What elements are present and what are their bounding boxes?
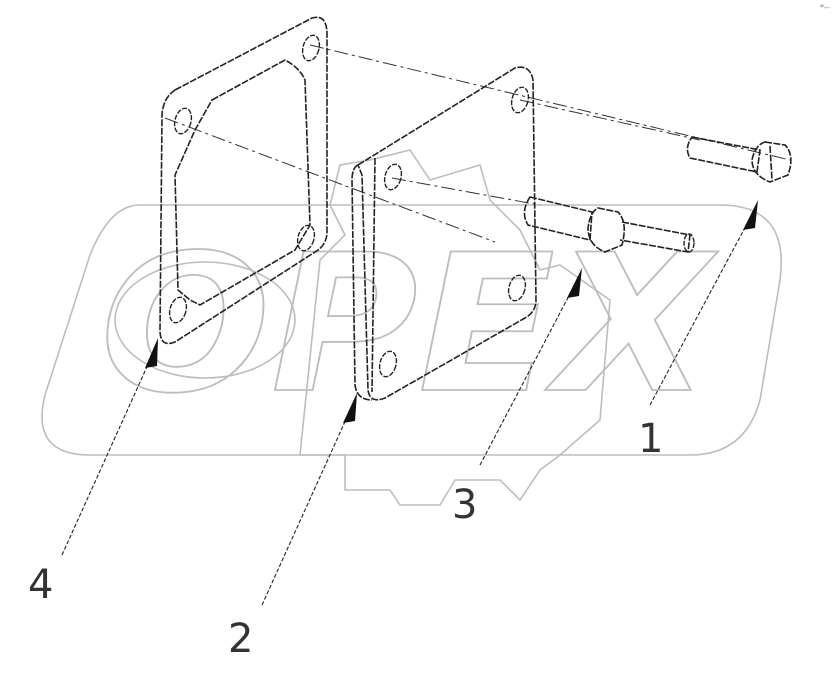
watermark-band — [41, 204, 782, 456]
callout-2: 2 — [228, 393, 357, 662]
axis-line — [391, 177, 541, 206]
watermark-o-ring — [114, 261, 296, 379]
callout-label-3: 3 — [452, 482, 477, 528]
callout-1: 1 — [638, 200, 758, 462]
arrow-icon — [567, 268, 582, 298]
watermark-text: OPEX — [100, 214, 719, 435]
cover-plate-part — [351, 66, 537, 401]
callout-3: 3 — [452, 268, 582, 528]
stud-part — [523, 196, 695, 253]
callout-label-4: 4 — [28, 562, 53, 608]
bolt-part — [686, 136, 792, 183]
axis-line — [164, 117, 496, 243]
corner-mark: *-- — [820, 3, 830, 12]
callout-label-1: 1 — [638, 416, 663, 462]
axis-line — [519, 99, 701, 141]
watermark-logo: OPEX — [41, 149, 782, 506]
arrow-icon — [343, 393, 357, 423]
callout-4: 4 — [28, 338, 158, 608]
gasket-part — [159, 16, 328, 345]
callout-label-2: 2 — [228, 616, 253, 662]
watermark-gear — [299, 149, 611, 506]
arrow-icon — [145, 338, 158, 368]
arrow-icon — [743, 200, 758, 230]
